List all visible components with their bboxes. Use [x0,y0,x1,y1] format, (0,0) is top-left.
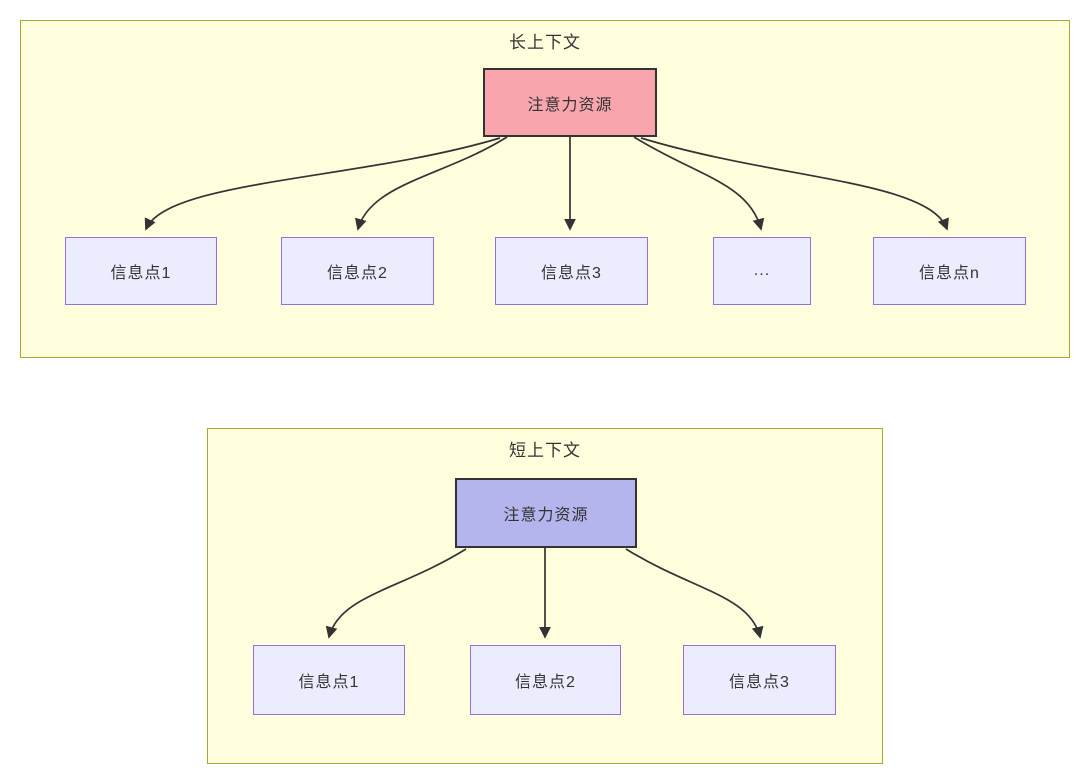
node-info-3-long: 信息点3 [495,237,648,305]
panel-long-context-title: 长上下文 [509,33,581,52]
node-info-ellipsis-long: ... [713,237,811,305]
node-info-3-short: 信息点3 [683,645,836,715]
panel-short-context-title: 短上下文 [509,441,581,460]
node-attention-long: 注意力资源 [483,68,657,137]
node-info-2-short: 信息点2 [470,645,621,715]
node-info-1-long: 信息点1 [65,237,217,305]
node-info-2-long: 信息点2 [281,237,434,305]
node-info-1-short: 信息点1 [253,645,405,715]
node-attention-short: 注意力资源 [455,478,637,548]
node-info-n-long: 信息点n [873,237,1026,305]
